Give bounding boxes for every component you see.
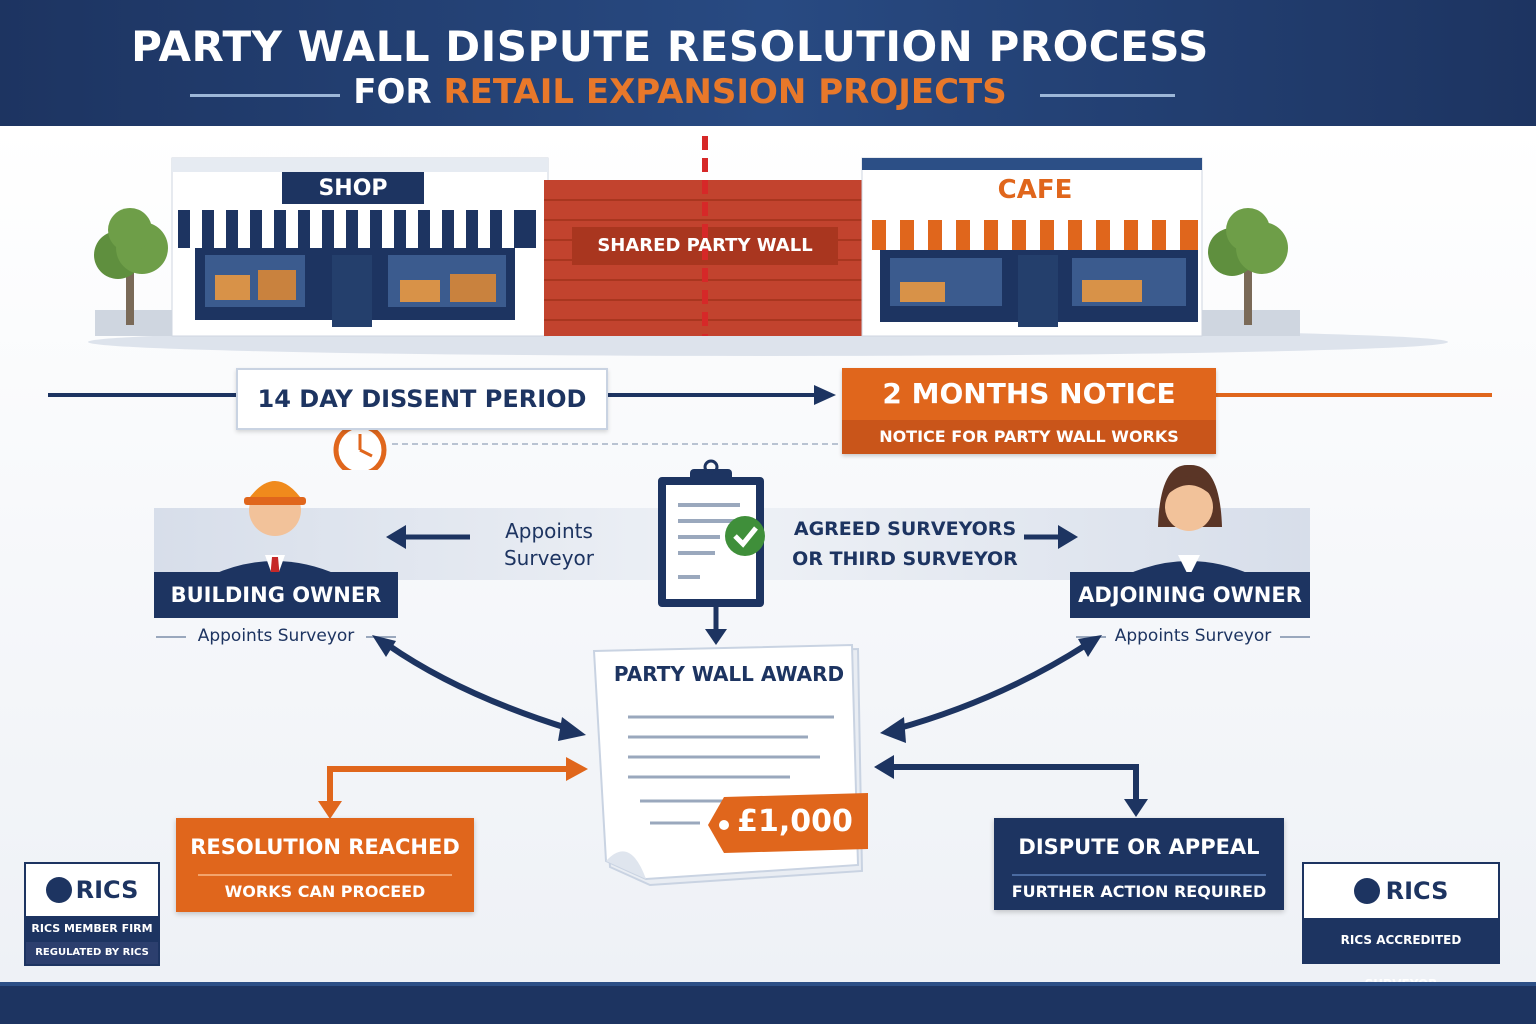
storefront-scene — [88, 136, 1448, 356]
subtitle-prefix: FOR — [353, 72, 432, 112]
resolution-box: RESOLUTION REACHED WORKS CAN PROCEED — [176, 818, 474, 912]
resolution-divider — [198, 874, 452, 876]
appoints-label-line2: Surveyor — [503, 546, 595, 570]
rics-emblem-icon — [1353, 878, 1380, 904]
dissent-period-box: 14 DAY DISSENT PERIOD — [236, 368, 608, 430]
notice-title: 2 MONTHS NOTICE — [882, 377, 1176, 410]
adjoining-owner-subtitle: Appoints Surveyor — [1114, 626, 1272, 646]
resolution-connector — [327, 766, 570, 805]
dispute-title: DISPUTE OR APPEAL — [1018, 835, 1260, 859]
clipboard-down-arrowhead — [705, 629, 727, 645]
adjoining-owner-avatar-icon — [1126, 464, 1252, 595]
price-tag-icon — [708, 793, 868, 853]
shop-door — [332, 255, 372, 327]
shared-party-wall — [544, 136, 864, 336]
rics-member-line2: REGULATED BY RICS — [26, 942, 158, 964]
notice-subtitle: NOTICE FOR PARTY WALL WORKS — [842, 420, 1216, 454]
page-subtitle-wrap: FOR RETAIL EXPANSION PROJECTS — [180, 72, 1180, 116]
owner-award-arrow — [386, 642, 571, 732]
rics-member-badge: RICS RICS MEMBER FIRM REGULATED BY RICS — [24, 862, 160, 966]
subtitle-rule-left — [190, 94, 340, 97]
dispute-subtitle: FURTHER ACTION REQUIRED — [1011, 882, 1267, 901]
cafe-sign-label: CAFE — [997, 175, 1073, 205]
agreed-label-line1: AGREED SURVEYORS — [793, 518, 1017, 540]
rics-emblem-icon — [45, 877, 72, 903]
timeline-arrows — [48, 385, 1492, 470]
dispute-divider — [1012, 874, 1266, 876]
cafe-door — [1018, 255, 1058, 327]
rics-accredited-badge: RICS RICS ACCREDITED SURVEYOR — [1302, 862, 1500, 991]
rics-logo-text-right: RICS — [1385, 877, 1449, 905]
resolution-subtitle: WORKS CAN PROCEED — [224, 882, 426, 901]
building-owner-subtitle: Appoints Surveyor — [197, 626, 355, 646]
notice-box: 2 MONTHS NOTICE NOTICE FOR PARTY WALL WO… — [842, 368, 1216, 454]
footer-bar — [0, 982, 1536, 1024]
adjoining-owner-card: ADJOINING OWNER — [1070, 572, 1310, 618]
tree-left-icon — [94, 208, 168, 325]
shop-awning — [178, 210, 536, 248]
cafe-awning — [872, 220, 1198, 250]
resolution-title: RESOLUTION REACHED — [190, 835, 460, 859]
rics-logo-right: RICS — [1304, 864, 1498, 918]
shop-building — [171, 157, 549, 337]
header-banner — [0, 0, 1536, 126]
rics-accredited-line1: RICS ACCREDITED SURVEYOR — [1304, 918, 1498, 991]
rics-logo-text-left: RICS — [75, 876, 139, 904]
check-icon — [725, 516, 765, 556]
cafe-building — [861, 157, 1203, 337]
rics-logo-left: RICS — [26, 864, 158, 916]
dispute-connector — [890, 764, 1139, 801]
appoints-surveyor-label: Appoints Surveyor — [478, 518, 620, 572]
agreed-surveyors-label: AGREED SURVEYORS OR THIRD SURVEYOR — [792, 514, 1018, 574]
dispute-box: DISPUTE OR APPEAL FURTHER ACTION REQUIRE… — [994, 818, 1284, 910]
page-title: PARTY WALL DISPUTE RESOLUTION PROCESS — [131, 22, 1209, 71]
adjoining-award-arrow — [895, 642, 1088, 732]
award-price: £1,000 — [737, 804, 853, 839]
agreed-label-line2: OR THIRD SURVEYOR — [792, 548, 1018, 570]
page-subtitle: FOR RETAIL EXPANSION PROJECTS — [180, 72, 1180, 112]
party-wall-label: SHARED PARTY WALL — [597, 235, 813, 256]
rics-member-line1: RICS MEMBER FIRM — [26, 916, 158, 942]
building-owner-card: BUILDING OWNER — [154, 572, 398, 618]
subtitle-accent: RETAIL EXPANSION PROJECTS — [443, 72, 1007, 112]
appoints-label-line1: Appoints — [505, 519, 593, 543]
tree-right-icon — [1208, 208, 1288, 325]
timeline-arrowhead — [814, 385, 836, 405]
shop-sign — [282, 172, 424, 204]
shop-sign-label: SHOP — [318, 176, 388, 201]
award-title: PARTY WALL AWARD — [613, 662, 845, 686]
subtitle-rule-right — [1040, 94, 1175, 97]
